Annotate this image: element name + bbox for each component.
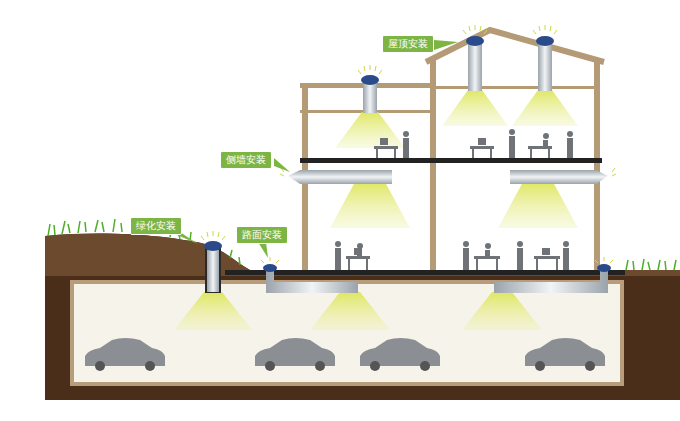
callout-box: 屋顶安装 xyxy=(382,35,434,53)
callout-label: 屋顶安装 xyxy=(388,38,428,50)
callout-label: 路面安装 xyxy=(242,229,282,241)
callout-box: 路面安装 xyxy=(236,226,288,244)
callout-box: 侧墙安装 xyxy=(220,151,272,169)
callout-label: 绿化安装 xyxy=(136,220,176,232)
callout-label: 侧墙安装 xyxy=(226,154,266,166)
callout-box: 绿化安装 xyxy=(130,217,182,235)
